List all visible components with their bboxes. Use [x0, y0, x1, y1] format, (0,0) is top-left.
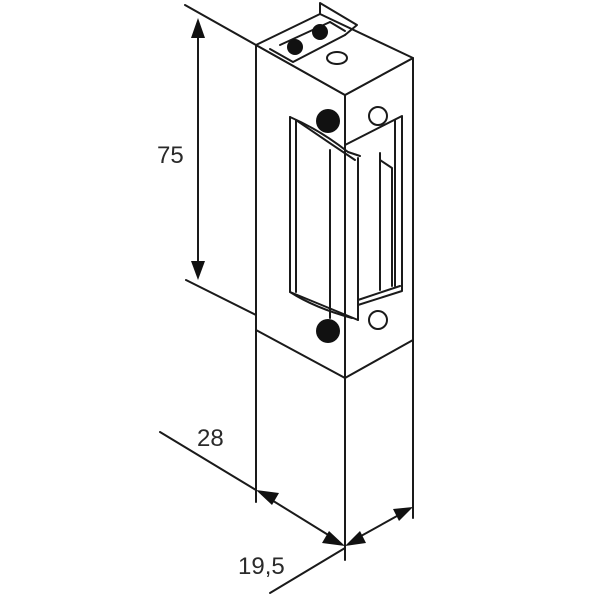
dimension-depth: 28: [197, 425, 345, 546]
top-hole: [326, 51, 348, 65]
arrow-right-icon: [393, 507, 413, 521]
arrow-down-icon: [191, 261, 205, 280]
dimension-height: 75: [157, 18, 205, 280]
latch-mechanism: [289, 115, 403, 326]
lower-mounting-screw: [316, 319, 340, 343]
height-dimension-label: 75: [157, 142, 184, 169]
arrow-left-icon: [256, 490, 279, 505]
dimension-width: 19,5: [238, 507, 413, 580]
upper-mounting-screw: [316, 109, 340, 133]
terminal-screw-2: [312, 24, 328, 40]
arrow-right-icon: [322, 531, 345, 546]
depth-dimension-label: 28: [197, 425, 224, 452]
strike-body: [255, 2, 414, 379]
arrow-left-icon: [345, 531, 366, 546]
arrow-up-icon: [191, 18, 205, 38]
terminal-screw-1: [287, 39, 303, 55]
width-dimension-label: 19,5: [238, 553, 285, 580]
upper-side-hole: [368, 106, 388, 126]
lower-side-hole: [368, 310, 388, 330]
